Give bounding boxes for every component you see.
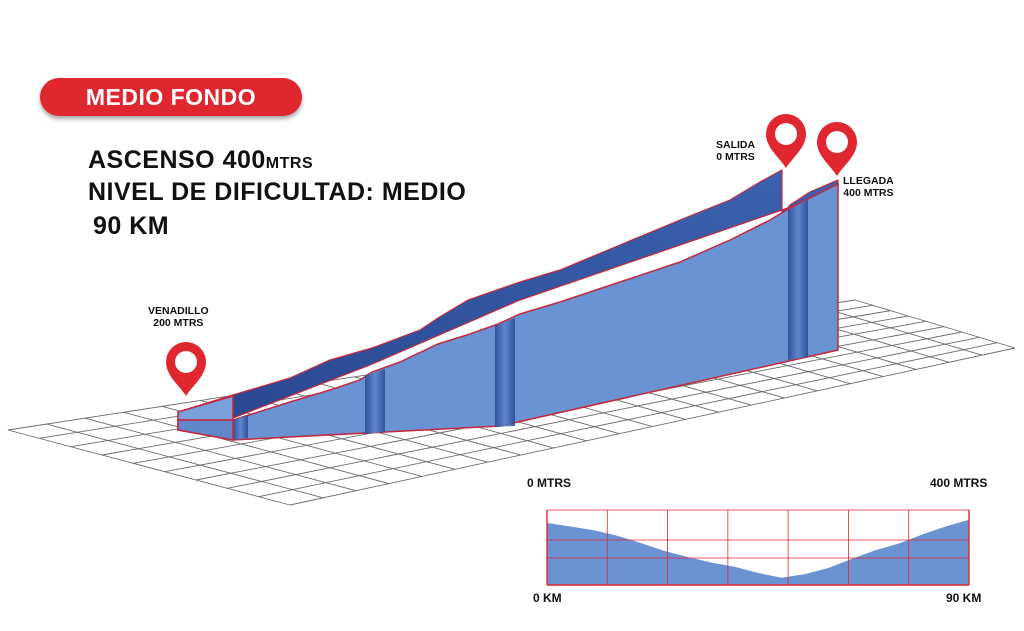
salida-label: SALIDA 0 MTRS	[716, 139, 755, 163]
ascent-value: ASCENSO 400	[88, 146, 266, 174]
chart-x-end-label: 90 KM	[946, 591, 982, 605]
profile-end-cap-front	[177, 419, 234, 441]
llegada-name: LLEGADA	[843, 175, 894, 187]
profile-shade-4	[788, 200, 808, 360]
salida-altitude: 0 MTRS	[716, 151, 755, 163]
llegada-label: LLEGADA 400 MTRS	[843, 175, 894, 199]
profile-top-surface	[177, 168, 839, 419]
venadillo-name: VENADILLO	[148, 305, 209, 317]
venadillo-altitude: 200 MTRS	[153, 317, 204, 329]
difficulty-stat: NIVEL DE DIFICULTAD: MEDIO	[88, 178, 467, 206]
map-pin-salida-icon	[766, 114, 806, 168]
distance-stat: 90 KM	[93, 212, 170, 240]
map-pin-venadillo-icon	[166, 342, 206, 396]
profile-shade-1	[233, 415, 248, 440]
elevation-chart-grid	[546, 509, 970, 586]
route-category-badge: MEDIO FONDO	[40, 78, 302, 116]
grid-line	[123, 411, 389, 485]
chart-x-start-label: 0 KM	[533, 591, 562, 605]
salida-name: SALIDA	[716, 139, 756, 151]
chart-y-right-label: 400 MTRS	[930, 476, 988, 490]
elevation-chart	[546, 509, 970, 586]
ascent-unit: MTRS	[265, 155, 314, 172]
profile-shade-3	[495, 318, 515, 427]
elevation-chart-area	[547, 519, 969, 585]
grid-line	[258, 342, 998, 498]
grid-line	[816, 305, 983, 356]
grid-line	[7, 429, 291, 506]
grid-line	[227, 336, 980, 489]
profile-shade-2	[365, 369, 385, 434]
profile-front-face	[177, 182, 839, 441]
chart-y-left-label: 0 MTRS	[527, 476, 572, 490]
venadillo-label: VENADILLO 200 MTRS	[148, 305, 209, 329]
grid-line	[289, 347, 1016, 506]
grid-line	[46, 423, 324, 499]
llegada-altitude: 400 MTRS	[843, 187, 894, 199]
grid-line	[84, 417, 357, 492]
map-pin-llegada-icon	[817, 122, 857, 176]
ascent-stat: ASCENSO 400MTRS	[88, 146, 313, 175]
grid-line	[854, 299, 1016, 349]
